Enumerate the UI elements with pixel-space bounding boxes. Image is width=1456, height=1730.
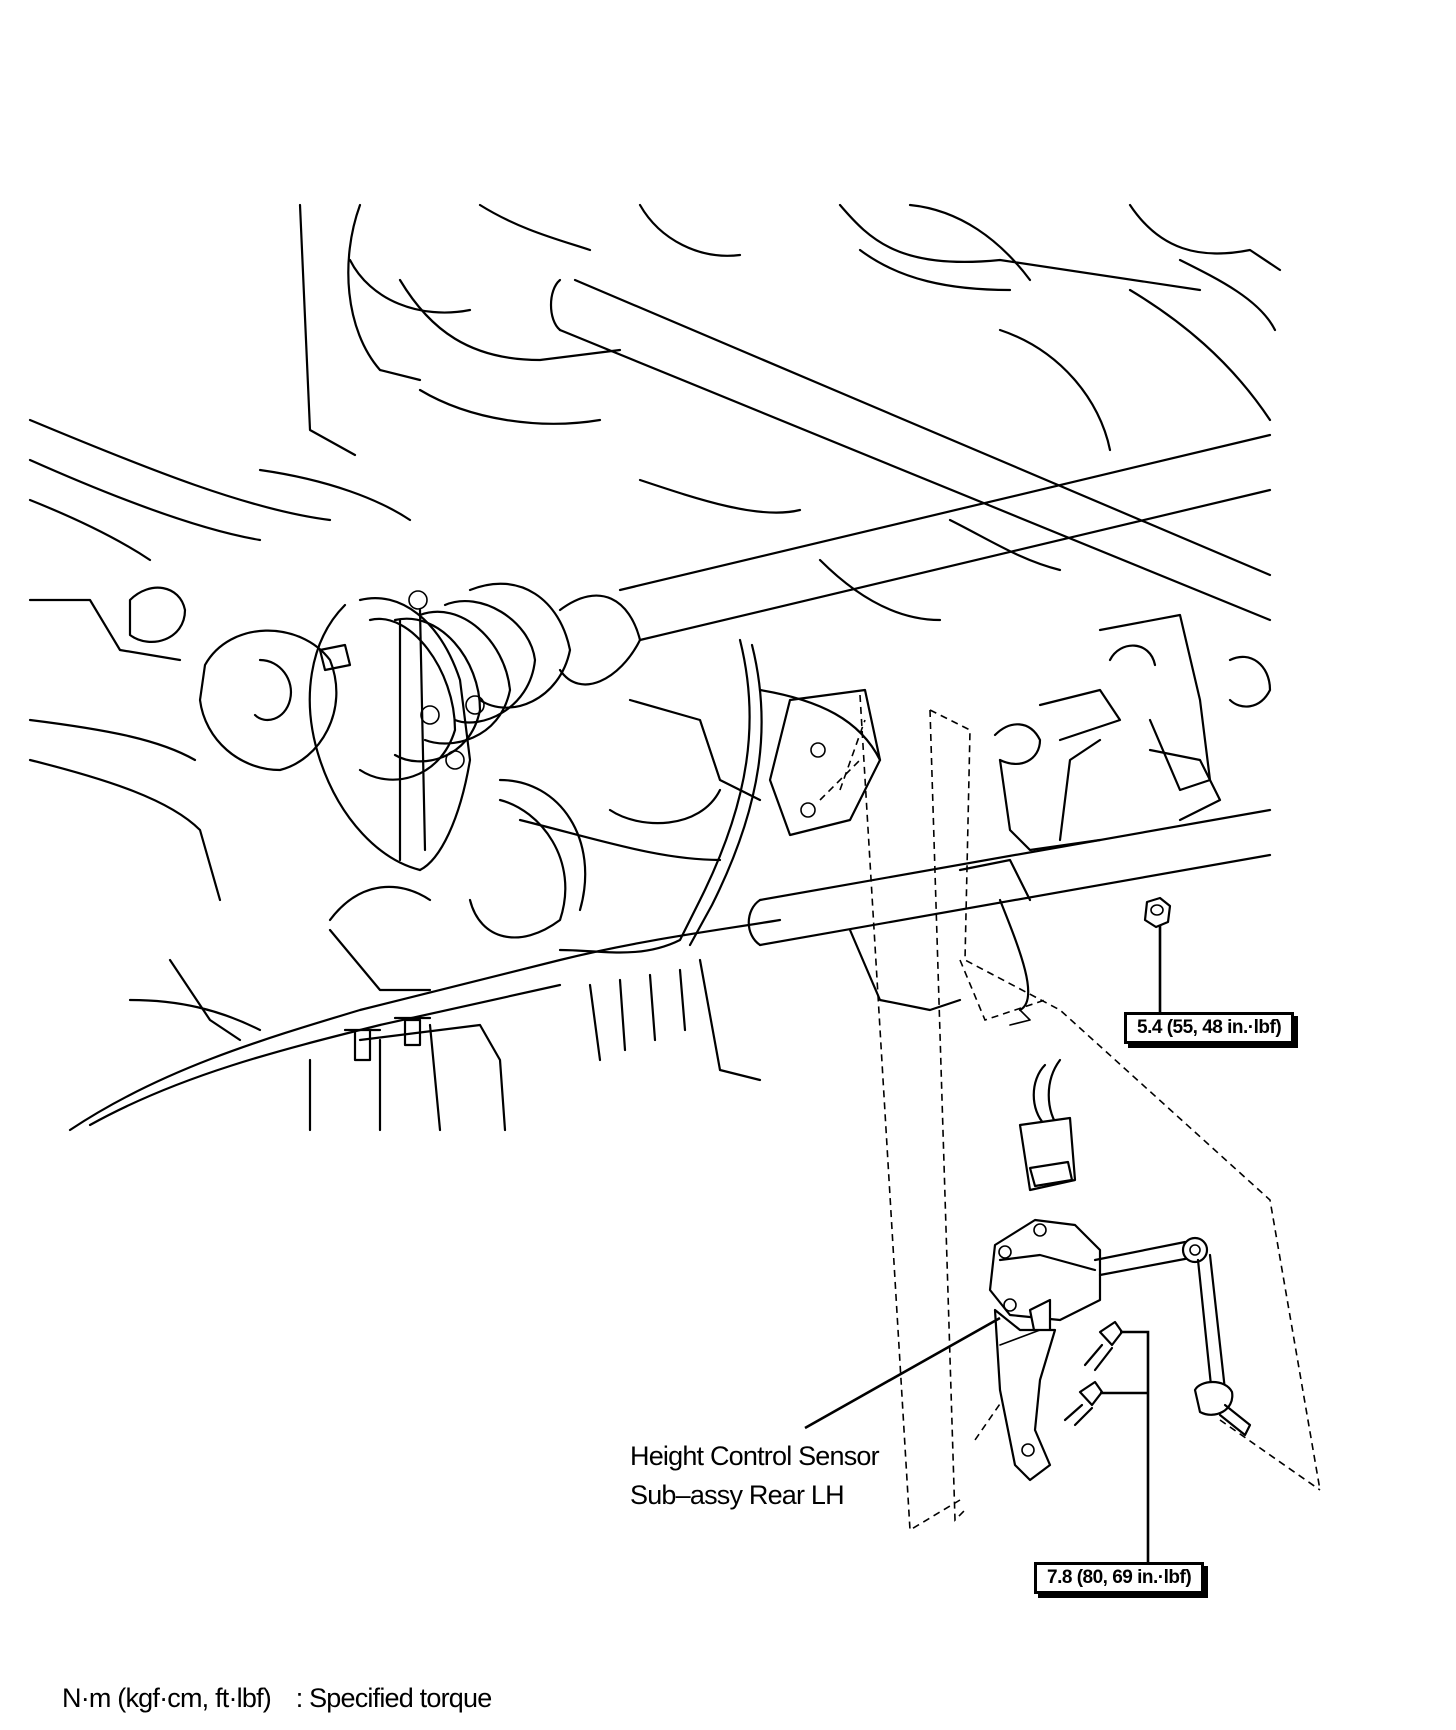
part-label-line2: Sub–assy Rear LH	[630, 1480, 845, 1510]
bolt-leader	[1100, 1330, 1150, 1570]
legend-meaning: : Specified torque	[295, 1683, 493, 1713]
bolt-icon	[1063, 1320, 1124, 1427]
part-label-leader	[804, 1316, 1001, 1430]
torque-legend: N·m (kgf·cm, ft·lbf) : Specified torque	[62, 1683, 493, 1714]
bolt-torque-callout: 7.8 (80, 69 in.·lbf)	[1034, 1562, 1205, 1594]
drive-shaft	[128, 433, 1272, 992]
height-control-sensor-icon	[988, 1218, 1252, 1482]
legend-unit: N·m (kgf·cm, ft·lbf)	[62, 1683, 272, 1713]
nut-leader	[1128, 925, 1162, 1027]
exploded-view-guides	[819, 694, 1321, 1532]
connector-icon	[1018, 1058, 1077, 1192]
part-label: Height Control Sensor Sub–assy Rear LH	[630, 1437, 880, 1515]
vehicle-underbody	[28, 203, 1282, 1132]
nut-torque-callout: 5.4 (55, 48 in.·lbf)	[1124, 1012, 1295, 1044]
stabilizer-bar	[549, 203, 1272, 622]
mounting-area	[747, 613, 1272, 947]
nut-icon	[1143, 896, 1172, 929]
part-label-line1: Height Control Sensor	[630, 1441, 880, 1471]
